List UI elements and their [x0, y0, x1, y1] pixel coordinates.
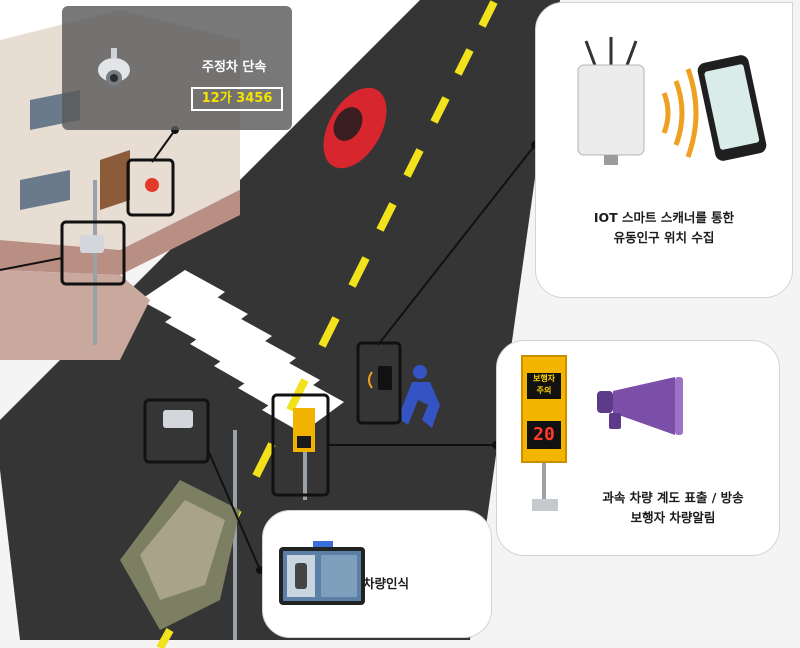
wifi-waves-icon	[664, 69, 696, 157]
cctv-camera-icon	[94, 48, 134, 96]
speed-panel-line2: 보행자 차량알림	[567, 507, 779, 526]
megaphone-icon	[595, 377, 687, 437]
speed-readout: 20	[527, 421, 561, 449]
sign-header: 보행자	[527, 373, 561, 385]
parking-enforcement-title: 주정차 단속	[202, 56, 266, 75]
iot-scanner-icon	[578, 37, 644, 165]
vehicle-monitor-icon	[277, 541, 367, 611]
sign-base	[532, 499, 558, 511]
speed-alert-panel: 보행자 주의 20 과속 차량 계도 표출 / 방송 보행자 차량알림	[496, 340, 780, 556]
beacon-light-icon	[145, 178, 159, 192]
vehicle-panel-label: 차량인식	[363, 573, 409, 592]
iot-scanner-panel: IOT 스마트 스캐너를 통한 유동인구 위치 수집	[535, 2, 793, 298]
iot-panel-line1: IOT 스마트 스캐너를 통한	[536, 207, 792, 226]
iot-scanner-illustration	[556, 33, 776, 183]
pedestrian-phone-icon	[378, 366, 392, 390]
vehicle-recognition-panel: 차량인식	[262, 510, 492, 638]
iot-panel-line2: 유동인구 위치 수집	[536, 227, 792, 246]
speed-panel-line1: 과속 차량 계도 표출 / 방송	[567, 487, 779, 506]
sign-warning: 주의	[527, 385, 561, 397]
sign-warning-display: 보행자 주의	[527, 373, 561, 399]
speed-sign-icon: 보행자 주의 20	[521, 355, 567, 463]
parking-enforcement-inset: 주정차 단속 12가 3456	[62, 6, 292, 130]
smartphone-icon	[696, 54, 768, 163]
road-camera-icon	[163, 410, 193, 428]
sign-pole	[542, 463, 546, 499]
license-plate: 12가 3456	[191, 87, 283, 111]
pole-camera-icon	[80, 235, 104, 253]
